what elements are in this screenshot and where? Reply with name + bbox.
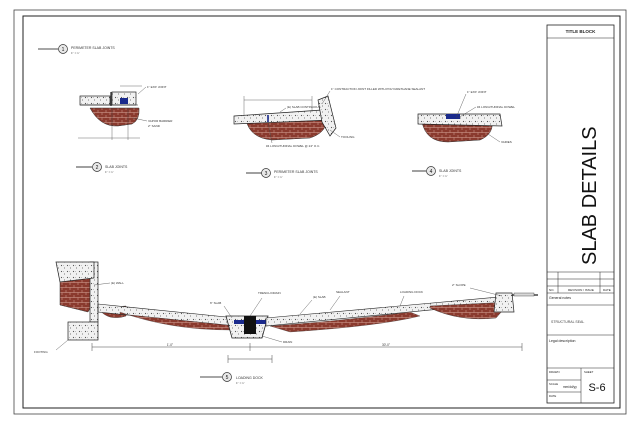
svg-text:1: 1 [62, 47, 65, 53]
detail-5-marker [222, 372, 232, 382]
detail-3-marker [261, 168, 271, 178]
detail-3-label-tooling: TOOLING [341, 135, 355, 139]
detail-3-label-slab: (E) SLAB CONTINUOUS [287, 105, 321, 109]
legal-description-label: Legal description [549, 339, 576, 343]
drawn-label: DRAWN [549, 370, 559, 374]
detail-5-label-wall: (E) WALL [111, 281, 124, 285]
title-block: TITLE BLOCK SLAB DETAILS NO. REVISION / … [546, 24, 615, 404]
general-notes-label: General notes [549, 296, 571, 300]
detail-5-label-slab: 6" SLAB [210, 301, 221, 305]
detail-2-scale: 1" = 1' [105, 170, 114, 174]
revision-col-issue: REVISION / ISSUE [568, 288, 594, 292]
detail-2-callout: 2 SLAB JOINTS 1" = 1' [76, 162, 128, 174]
detail-3-scale: 1" = 1' [274, 175, 283, 179]
sheet-inner-border [22, 15, 621, 409]
detail-1-marker [58, 44, 68, 54]
detail-5-scale: 1" = 1' [236, 381, 245, 385]
sheet-outer-border [13, 9, 627, 415]
detail-4-label-joint: 1" EXP. JOINT [467, 90, 487, 94]
detail-5-label-footing: FOOTING [34, 350, 48, 354]
detail-5-dim-right: 30'-0" [382, 343, 390, 347]
detail-5-label-dock: LOADING DOCK [400, 290, 423, 294]
date-value: mm/dd/yy [563, 385, 577, 389]
detail-4-title: SLAB JOINTS [439, 169, 462, 173]
detail-5-drawing: 1'-0" 30'-0" (E) WALL FOOTING TRENCH DRA… [34, 261, 538, 385]
detail-5-label-slope: 2" SLOPE [452, 283, 466, 287]
detail-4-drawing: 1" EXP. JOINT #4 LONGITUDINAL DOWEL VARI… [412, 90, 515, 178]
svg-text:5: 5 [226, 375, 229, 381]
detail-4-marker [426, 166, 436, 176]
stamp-label: STRUCTURAL SEAL [551, 320, 584, 324]
detail-5-title: LOADING DOCK [236, 376, 264, 380]
detail-3-title: PERIMETER SLAB JOINTS [274, 170, 318, 174]
date-label: DATE [549, 394, 556, 398]
detail-1-label-joint: 1" EXP. JOINT [147, 85, 167, 89]
detail-5-dim-left: 1'-0" [167, 343, 173, 347]
detail-5-label-trench: TRENCH DRAIN [258, 291, 281, 295]
detail-5-label-sealant: SEALANT [336, 290, 350, 294]
detail-4-label-dowel: #4 LONGITUDINAL DOWEL [477, 105, 515, 109]
svg-text:2: 2 [96, 165, 99, 171]
scale-label: SCALE [549, 382, 558, 386]
detail-1-scale: 1" = 1' [71, 51, 80, 55]
detail-5-label-drain: DRAIN [283, 340, 292, 344]
detail-2-title: SLAB JOINTS [105, 165, 128, 169]
revision-col-no: NO. [549, 288, 555, 292]
detail-1-label-sand: 2" SAND [148, 124, 161, 128]
sheet-label: SHEET [584, 370, 594, 374]
sheet-title: SLAB DETAILS [579, 126, 601, 265]
detail-1-title: PERIMETER SLAB JOINTS [71, 46, 115, 50]
detail-3-label-contraction: 1" CONTRACTION JOINT FILLED WITH POLYURE… [331, 87, 425, 91]
detail-1-label-barrier: VAPOR BARRIER [148, 119, 173, 123]
detail-2-marker [92, 162, 102, 172]
detail-3-label-dowel: #4 LONGITUDINAL DOWEL @ 24" O.C. [266, 144, 320, 148]
title-block-heading: TITLE BLOCK [566, 29, 596, 34]
detail-4-scale: 1" = 1' [439, 174, 448, 178]
detail-4-label-varies: VARIES [501, 140, 512, 144]
detail-5-label-eslab: (E) SLAB [313, 295, 326, 299]
svg-text:4: 4 [430, 169, 433, 175]
svg-text:3: 3 [265, 171, 268, 177]
sheet-number: S-6 [588, 382, 605, 394]
revision-col-date: DATE [603, 288, 611, 292]
detail-1-drawing: 1 PERIMETER SLAB JOINTS 1" = 1' 1" EXP. … [38, 44, 173, 140]
detail-3-drawing: 1" CONTRACTION JOINT FILLED WITH POLYURE… [233, 87, 425, 179]
